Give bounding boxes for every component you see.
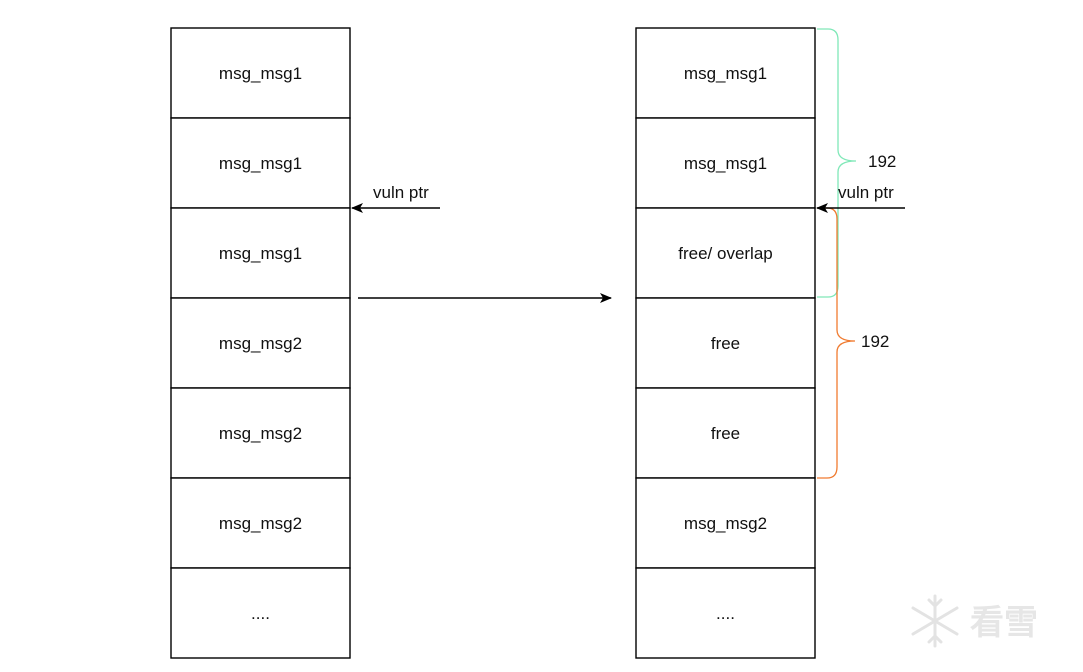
left-cell-4: msg_msg2 <box>170 387 351 479</box>
right-cell-4-label: free <box>711 424 740 443</box>
right-cell-6: .... <box>635 567 816 659</box>
left-cell-6: .... <box>170 567 351 659</box>
bottom-brace-curve <box>817 207 856 479</box>
right-cell-2: free/ overlap <box>635 207 816 299</box>
right-cell-1: msg_msg1 <box>635 117 816 209</box>
left-vuln-pointer: vuln ptr <box>351 183 440 213</box>
right-cell-0: msg_msg1 <box>635 27 816 119</box>
right-cell-3: free <box>635 297 816 389</box>
watermark-text: 看雪 <box>970 603 1038 643</box>
left-stack: msg_msg1 msg_msg1 msg_msg1 msg_msg2 msg_… <box>170 27 351 659</box>
left-cell-6-label: .... <box>251 604 270 623</box>
right-cell-2-label: free/ overlap <box>678 244 773 263</box>
left-cell-4-label: msg_msg2 <box>219 424 302 443</box>
left-cell-3: msg_msg2 <box>170 297 351 389</box>
right-vuln-pointer: vuln ptr <box>816 183 905 213</box>
left-cell-3-label: msg_msg2 <box>219 334 302 353</box>
right-cell-5-label: msg_msg2 <box>684 514 767 533</box>
top-size-brace: 192 <box>817 28 896 298</box>
bottom-brace-label: 192 <box>861 332 889 351</box>
right-cell-4: free <box>635 387 816 479</box>
left-cell-0-label: msg_msg1 <box>219 64 302 83</box>
right-pointer-label: vuln ptr <box>838 183 894 202</box>
left-cell-1: msg_msg1 <box>170 117 351 209</box>
left-cell-0: msg_msg1 <box>170 27 351 119</box>
right-cell-6-label: .... <box>716 604 735 623</box>
right-cell-1-label: msg_msg1 <box>684 154 767 173</box>
left-pointer-label: vuln ptr <box>373 183 429 202</box>
snowflake-icon <box>911 594 959 648</box>
left-cell-1-label: msg_msg1 <box>219 154 302 173</box>
left-cell-2-label: msg_msg1 <box>219 244 302 263</box>
watermark: 看雪 <box>911 594 1038 648</box>
right-cell-0-label: msg_msg1 <box>684 64 767 83</box>
left-cell-5: msg_msg2 <box>170 477 351 569</box>
right-stack: msg_msg1 msg_msg1 free/ overlap free fre… <box>635 27 816 659</box>
bottom-size-brace: 192 <box>817 207 889 479</box>
left-cell-5-label: msg_msg2 <box>219 514 302 533</box>
right-cell-3-label: free <box>711 334 740 353</box>
top-brace-label: 192 <box>868 152 896 171</box>
right-cell-5: msg_msg2 <box>635 477 816 569</box>
left-cell-2: msg_msg1 <box>170 207 351 299</box>
